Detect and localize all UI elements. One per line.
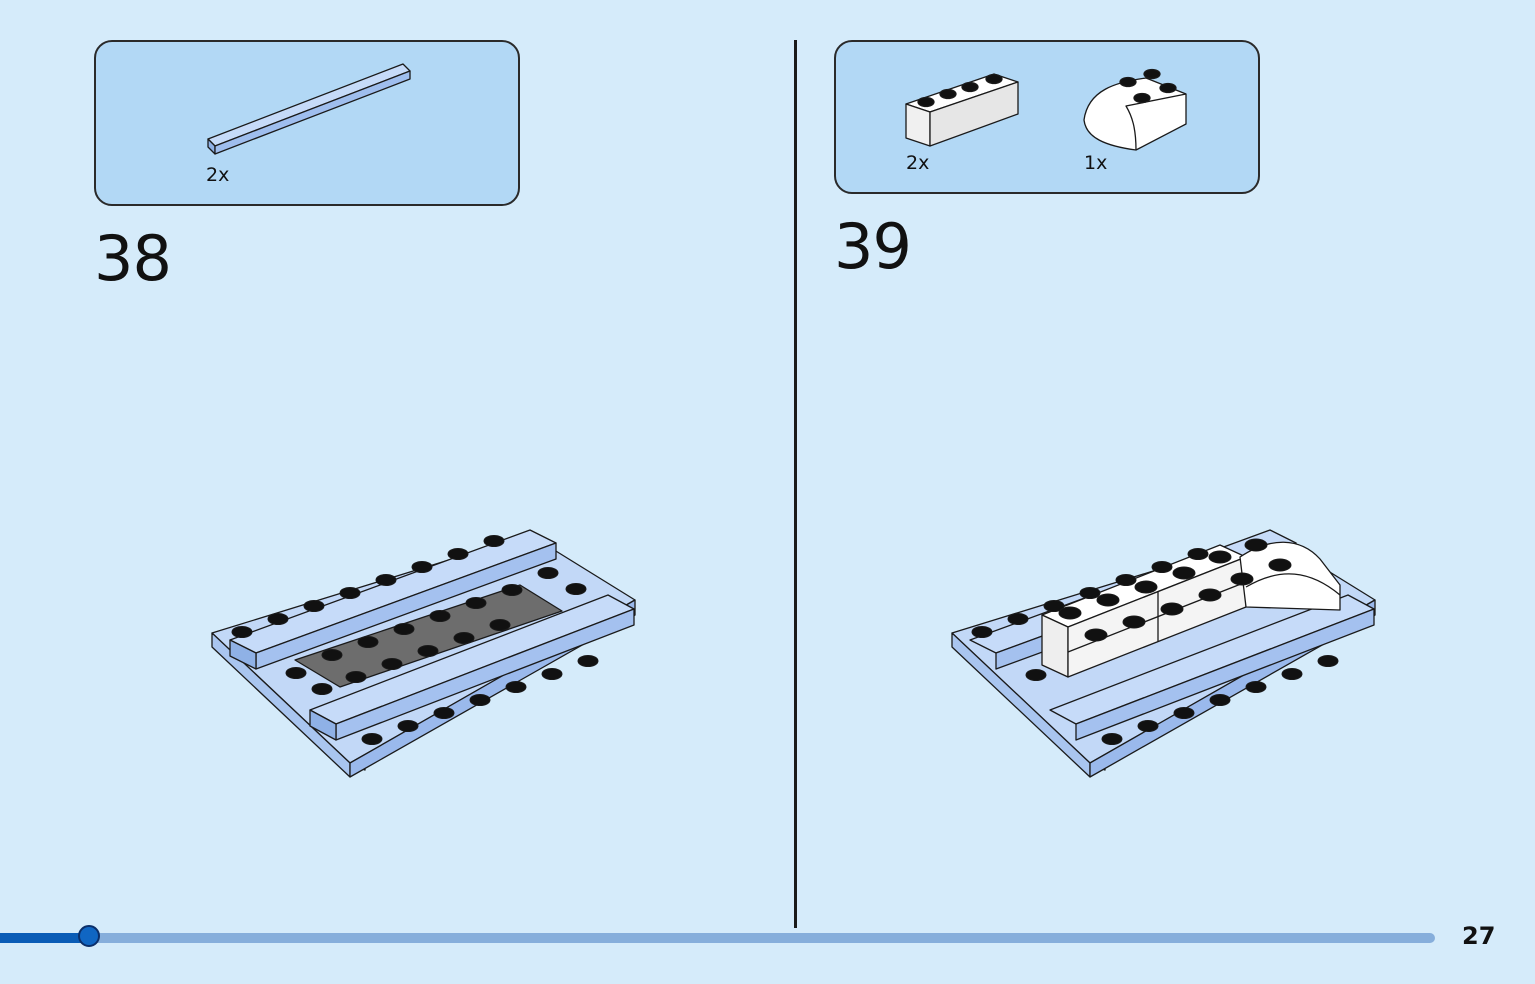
curved-slope-2x2-icon [1083, 68, 1187, 151]
progress-knob[interactable] [78, 925, 100, 947]
parts-callout-step-39: 2x 1x [834, 40, 1260, 194]
part-quantity: 2x [206, 164, 230, 186]
step-number: 38 [94, 222, 172, 295]
brick-1x4-icon [905, 73, 1019, 147]
step-number: 39 [834, 210, 912, 283]
parts-callout-step-38: 2x [94, 40, 520, 206]
parts-icons [905, 68, 1187, 151]
progress-track [0, 933, 1435, 943]
model-step-38 [211, 529, 636, 778]
model-step-39 [951, 529, 1376, 778]
progress-fill [0, 933, 89, 943]
tile-1x8-icon [207, 63, 411, 155]
page-number: 27 [1462, 922, 1496, 950]
step-divider [794, 40, 797, 928]
part-quantity: 2x [906, 152, 930, 174]
part-quantity: 1x [1084, 152, 1108, 174]
